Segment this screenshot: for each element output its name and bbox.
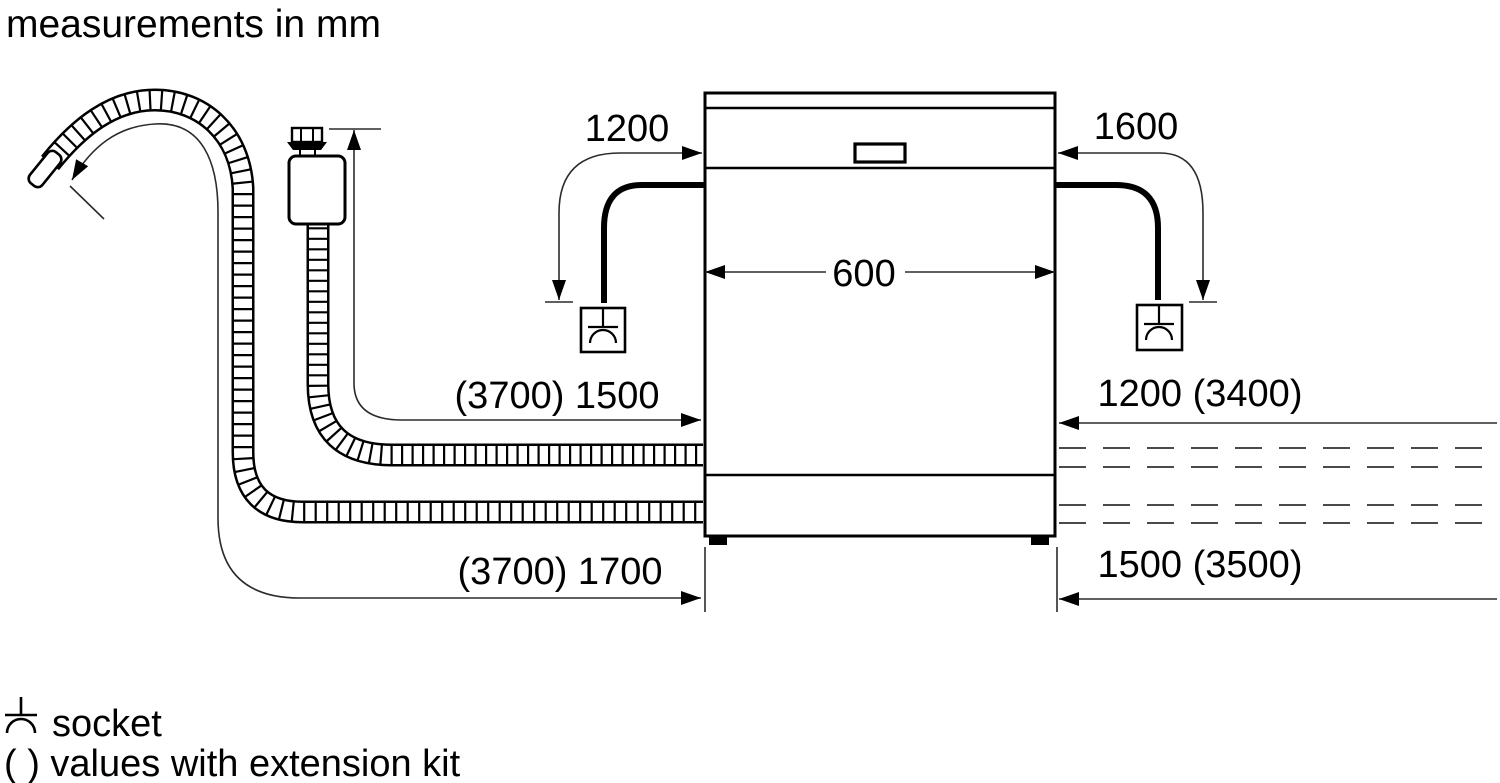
hose-corrugation-rung xyxy=(71,124,86,141)
hose-corrugation-rung xyxy=(90,110,103,128)
hose-continuation-dashed-lines xyxy=(1059,447,1497,524)
legend-extension-note: ( ) values with extension kit xyxy=(4,743,461,783)
dishwasher-front xyxy=(703,91,1058,612)
dim-cord-right-label: 1600 xyxy=(1094,106,1179,148)
hose-corrugation-rung xyxy=(135,91,142,111)
hose-corrugation-rung xyxy=(206,113,221,130)
dim-inlet-right-label: 1200 (3400) xyxy=(1098,373,1303,415)
power-cord-right xyxy=(1055,182,1161,300)
aquastop-body xyxy=(287,154,347,226)
hose-corrugation-rung xyxy=(170,92,176,112)
hose-corrugation-rung xyxy=(80,117,94,134)
hose-corrugation-rung xyxy=(100,103,112,122)
hose-corrugation-rung xyxy=(233,457,253,461)
measurements-units-note: measurements in mm xyxy=(6,3,381,46)
dimension-lines xyxy=(69,123,1497,606)
dim-supply-hose-label: (3700) 1500 xyxy=(455,375,660,417)
dim-drain-right-label: 1500 (3500) xyxy=(1098,544,1303,586)
hose-corrugation-rung xyxy=(123,94,132,114)
dim-drain-hose-line xyxy=(71,123,701,605)
aquastop-valve xyxy=(287,126,347,226)
foot-left xyxy=(709,536,727,545)
drain-end-leader-line xyxy=(69,185,105,220)
hose-corrugation-rung xyxy=(54,141,70,157)
legend-socket-icon xyxy=(5,697,37,734)
door-handle xyxy=(853,142,907,164)
dim-drain-hose-label: (3700) 1700 xyxy=(458,551,663,593)
hose-corrugation-rung xyxy=(213,123,230,137)
power-cord-left xyxy=(601,182,705,303)
hose-corrugation-rung xyxy=(111,98,122,118)
dim-cord-right-line xyxy=(1058,146,1210,300)
hose-corrugation-rung xyxy=(219,133,238,146)
dim-cord-left-label: 1200 xyxy=(585,108,670,150)
hose-corrugation-rung xyxy=(62,133,78,149)
dim-width-label: 600 xyxy=(832,253,895,295)
hose-corrugation-rung xyxy=(148,90,152,110)
socket-icon-right xyxy=(1144,305,1174,341)
drain-hose-end-cap xyxy=(27,149,63,189)
legend-socket-label: socket xyxy=(52,703,162,745)
hose-corrugation-rung xyxy=(198,106,211,124)
legend: socket ( ) values with extension kit xyxy=(4,697,461,783)
socket-right xyxy=(1135,303,1184,352)
hose-corrugation-rung xyxy=(224,144,243,155)
supply-hose-tube xyxy=(306,222,703,467)
tap-connector-nut xyxy=(290,126,324,144)
gasket xyxy=(287,142,327,150)
hose-corrugation-rung xyxy=(379,445,383,465)
hose-corrugation-rung xyxy=(159,90,164,110)
foot-right xyxy=(1031,536,1049,545)
hose-corrugation-rung xyxy=(180,95,189,114)
dim-cord-left-line xyxy=(552,146,702,300)
socket-left xyxy=(579,306,627,354)
nut-facet-lines xyxy=(300,128,314,142)
hose-corrugation-rung xyxy=(189,99,200,118)
